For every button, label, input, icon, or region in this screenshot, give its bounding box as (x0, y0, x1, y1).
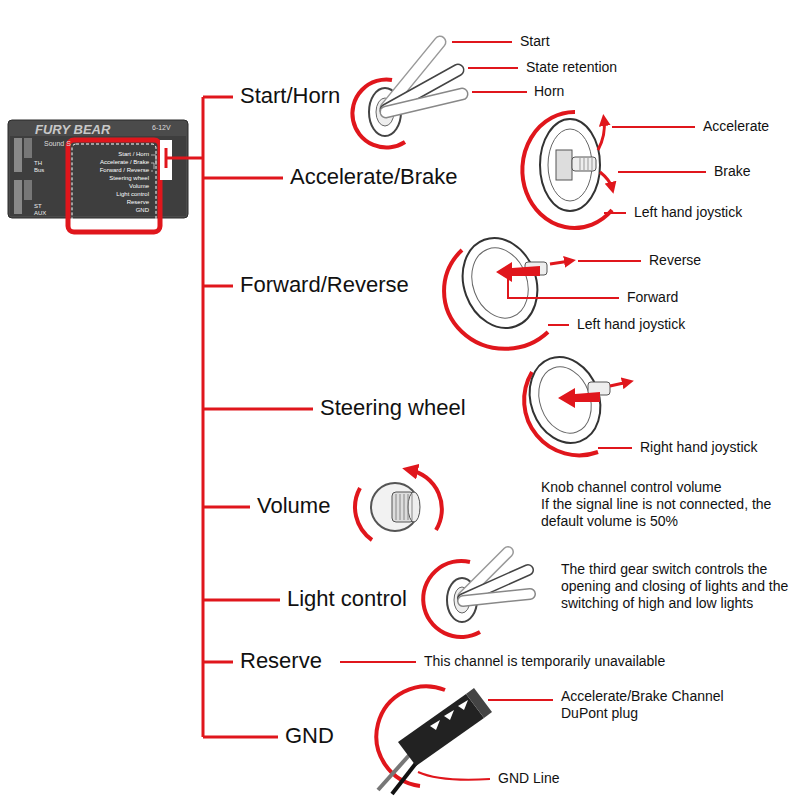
note-text: Accelerate/Brake Channel DuPont plug (561, 688, 761, 722)
pin-label: Steering wheel (109, 175, 149, 182)
pin-label: GND (136, 207, 149, 214)
channel-name: GND (285, 723, 334, 749)
channel-name: Forward/Reverse (240, 272, 409, 298)
channel-name: Volume (257, 493, 330, 519)
channel-name: Light control (287, 586, 407, 612)
channel-name: Reserve (240, 648, 322, 674)
sound-board: FURY BEAR Sound S 6-12V THBusSTAUX Start / H… (8, 120, 188, 218)
pin-label: ST (34, 203, 42, 210)
toggle-switch (352, 42, 527, 148)
callout-label: Horn (534, 83, 564, 100)
callout-label: Start (520, 33, 550, 50)
pin-label: Accelerate / Brake (100, 159, 149, 166)
channel-name: Accelerate/Brake (290, 164, 458, 190)
brand-name: FURY BEAR (35, 123, 110, 137)
note-text: The third gear switch controls the openi… (561, 561, 791, 611)
leader-line (340, 661, 416, 663)
pin-label: Forward / Reverse (100, 167, 149, 174)
callout-label: Left hand joystick (634, 204, 742, 221)
three-position-switch (423, 552, 530, 637)
pin-label: AUX (34, 210, 46, 217)
pin-label: Reserve (127, 199, 149, 206)
callout-label: Right hand joystick (640, 439, 758, 456)
callout-label: Left hand joystick (577, 316, 685, 333)
pin-label: Light control (116, 191, 149, 198)
volume-knob (355, 470, 442, 540)
channel-name: Start/Horn (240, 83, 340, 109)
pin-label: Volume (129, 183, 149, 190)
pin-label: 6-12V (152, 124, 171, 132)
callout-label: Reverse (649, 252, 701, 269)
pin-label: TH (34, 160, 42, 167)
note-text: This channel is temporarily unavailable (424, 653, 665, 670)
pin-label: Start / Horn (118, 151, 149, 158)
callout-label: Accelerate (703, 118, 769, 135)
callout-label: Forward (627, 289, 678, 306)
callout-label: Brake (714, 163, 751, 180)
note-text: Knob channel control volume (541, 479, 722, 496)
pin-label: Bus (34, 167, 44, 174)
trunk-lines (166, 97, 313, 737)
sound-board (8, 120, 188, 232)
right-joystick (518, 347, 632, 455)
callout-label: State retention (526, 59, 617, 76)
channel-name: Steering wheel (320, 395, 466, 421)
note-text: If the signal line is not connected, the… (541, 496, 791, 530)
callout-label: GND Line (498, 770, 559, 787)
pin-label: Sound S (44, 140, 71, 148)
